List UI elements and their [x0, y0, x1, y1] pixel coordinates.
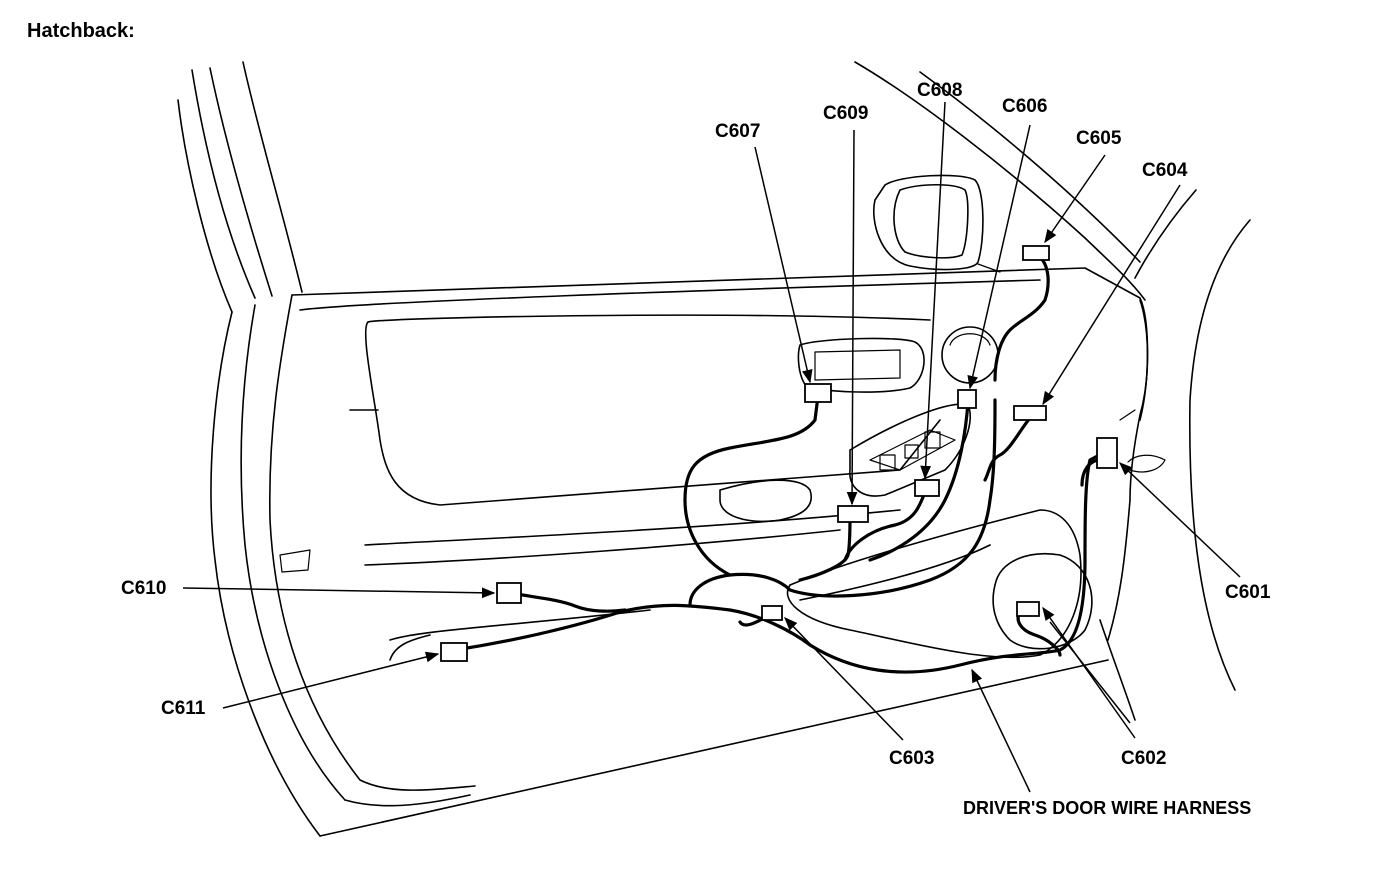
connector-c601: [1096, 437, 1118, 469]
label-c607: C607: [715, 121, 760, 142]
label-c604: C604: [1142, 160, 1188, 181]
connector-c605: [1022, 245, 1050, 261]
wire-harness: [453, 253, 1107, 674]
connector-c610: [496, 582, 522, 604]
connectors: [440, 245, 1118, 662]
connector-c602: [1016, 601, 1040, 617]
label-c602: C602: [1121, 748, 1166, 769]
leader-lines: [182, 101, 1241, 793]
connector-c606: [957, 389, 977, 409]
label-c609: C609: [823, 103, 868, 124]
connector-c607: [804, 383, 832, 403]
label-c606: C606: [1002, 96, 1047, 117]
connector-c609: [837, 505, 869, 523]
diagram-title: Hatchback:: [27, 20, 135, 42]
connector-c603: [761, 605, 783, 621]
label-c603: C603: [889, 748, 934, 769]
connector-labels: C610 C611 C603 C602 C601 C604 C605 C606 …: [121, 80, 1271, 818]
door-outline: [177, 61, 1251, 837]
connector-c608: [914, 479, 940, 497]
connector-c611: [440, 642, 468, 662]
label-c605: C605: [1076, 128, 1122, 149]
label-c608: C608: [917, 80, 962, 101]
label-c601: C601: [1225, 582, 1271, 603]
harness-caption: DRIVER'S DOOR WIRE HARNESS: [963, 798, 1251, 818]
connector-c604: [1013, 405, 1047, 421]
label-c610: C610: [121, 578, 166, 599]
label-c611: C611: [161, 698, 206, 719]
